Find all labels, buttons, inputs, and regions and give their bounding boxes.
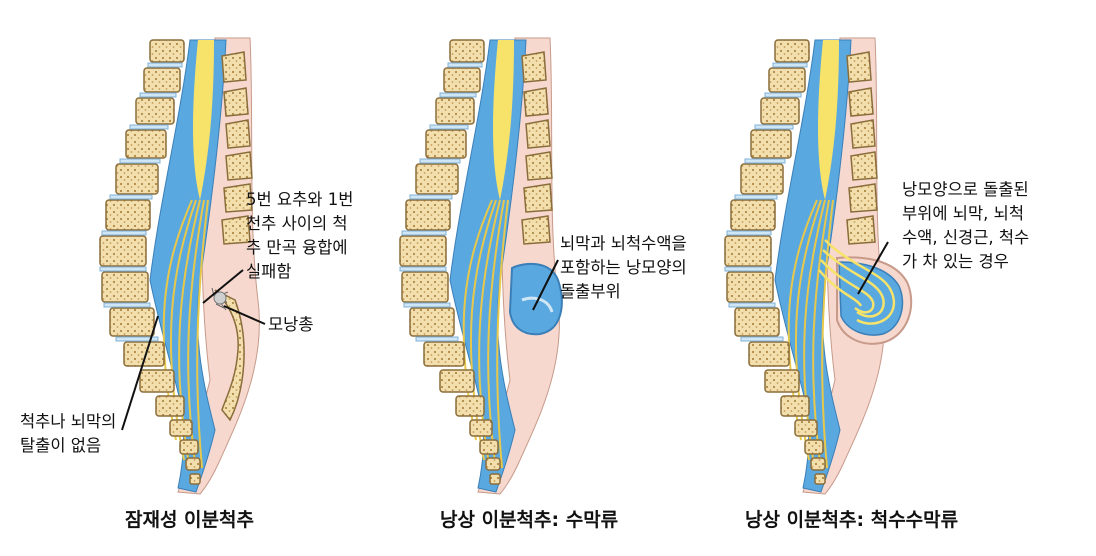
label-line: 실패함 (246, 262, 292, 281)
label-line: 가 차 있는 경우 (902, 252, 1009, 271)
label-line: 낭모양으로 돌출된 (902, 180, 1029, 199)
spine-meningocele (399, 37, 563, 495)
pointer-hair (223, 305, 266, 325)
hair-tuft (211, 285, 229, 311)
label-line: 추 만곡 융합에 (246, 238, 348, 257)
caption-occult: 잠재성 이분척추 (125, 509, 254, 531)
label-line: 5번 요추와 1번 (246, 190, 354, 209)
caption-myelomeningocele: 낭상 이분척추: 척수수막류 (745, 509, 959, 531)
label-line: 뇌막과 뇌척수액을 (560, 234, 687, 253)
label-line: 탈출이 없음 (20, 436, 102, 455)
label-no-protrusion: 척추나 뇌막의 탈출이 없음 (20, 410, 116, 458)
pointer-sac (857, 241, 889, 295)
label-line: 천추 사이의 척 (246, 214, 348, 233)
label-line: 부위에 뇌막, 뇌척 (902, 204, 1024, 223)
label-line: 척추나 뇌막의 (20, 412, 117, 431)
label-line: 모낭총 (268, 315, 314, 334)
caption-meningocele: 낭상 이분척추: 수막류 (440, 509, 619, 531)
label-hair-tuft: 모낭총 (268, 313, 314, 337)
pointer-no-protrusion (121, 315, 159, 431)
label-line: 돌출부위 (560, 282, 621, 301)
spine-myelomeningocele (724, 37, 913, 495)
label-line: 수액, 신경근, 척수 (902, 228, 1030, 247)
label-line: 포함하는 낭모양의 (560, 258, 687, 277)
pointer-fusion (202, 269, 244, 304)
spine-occult (99, 37, 266, 495)
label-meningocele-sac: 뇌막과 뇌척수액을 포함하는 낭모양의 돌출부위 (560, 232, 687, 304)
label-myelomeningocele-sac: 낭모양으로 돌출된 부위에 뇌막, 뇌척 수액, 신경근, 척수 가 차 있는 … (902, 178, 1029, 274)
pointer-sac (532, 259, 559, 311)
label-fusion-failure: 5번 요추와 1번 천추 사이의 척 추 만곡 융합에 실패함 (246, 188, 353, 284)
